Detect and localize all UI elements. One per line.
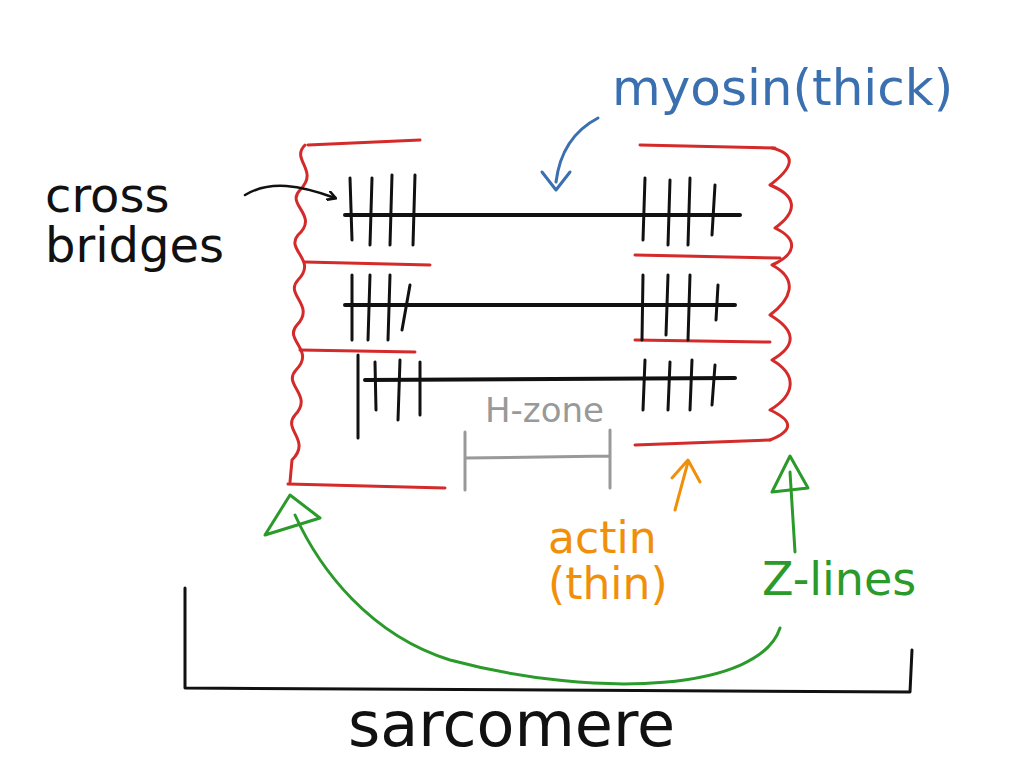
arrow-head: [772, 456, 808, 492]
arrow-head: [542, 172, 570, 190]
zone-label: H-zone: [485, 393, 645, 429]
protein-label: myosin(thick): [612, 62, 1017, 115]
part-label: cross bridges: [45, 170, 250, 271]
myosin-filaments: [345, 215, 740, 380]
leader-arrow: [790, 472, 795, 552]
arrow-head: [265, 495, 320, 535]
leader-arrow: [556, 118, 598, 182]
leader-arrow: [245, 186, 335, 198]
h-zone-bracket: [465, 430, 610, 490]
arrow-head: [672, 460, 700, 482]
actin-filaments-left: [288, 140, 445, 488]
protein-label: actin (thin): [548, 515, 723, 607]
cross-bridge-ticks: [350, 175, 718, 438]
part-label: Z-lines: [762, 555, 962, 603]
leader-arrow: [295, 515, 780, 684]
title-label: sarcomere: [348, 692, 748, 757]
actin-filaments-right: [635, 145, 792, 445]
